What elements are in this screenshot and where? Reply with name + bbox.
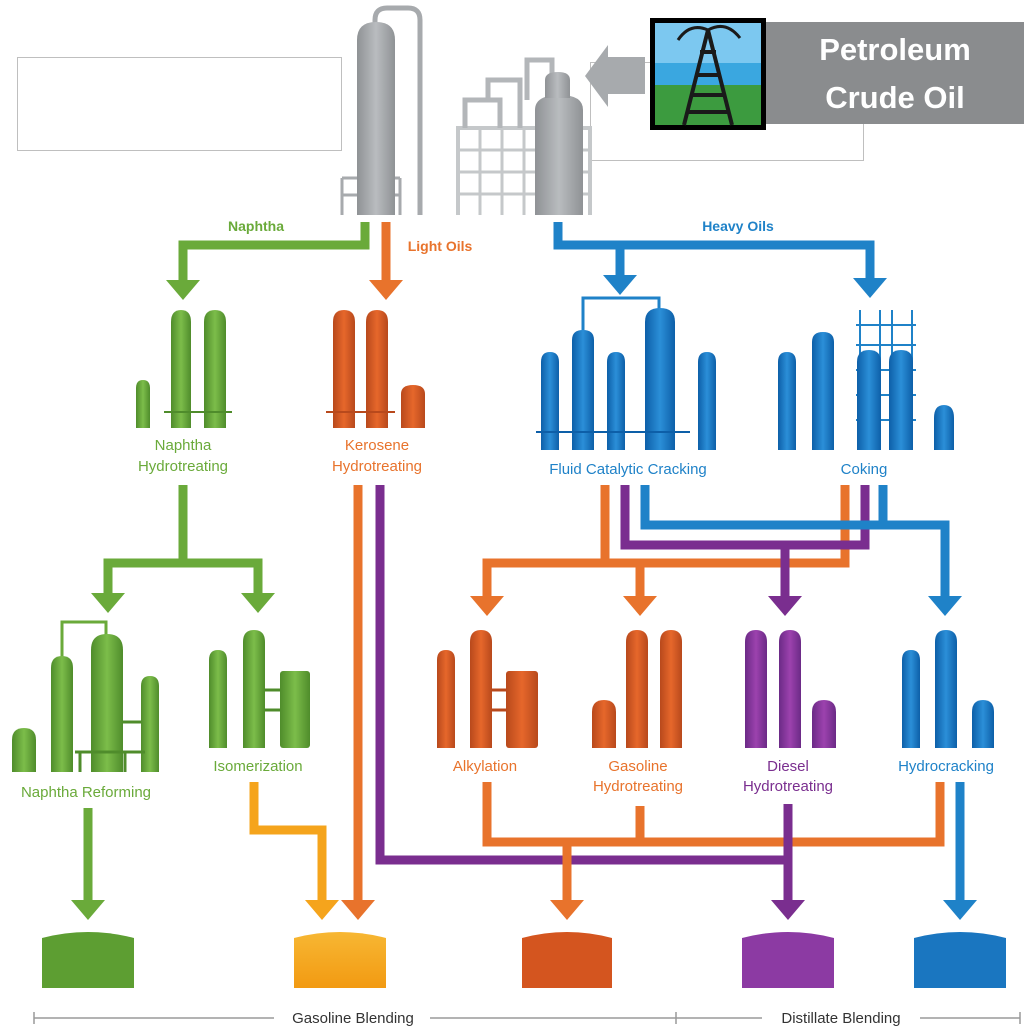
diesel-hydrotreating-icon bbox=[745, 630, 836, 748]
unit-label-isomerization: Isomerization bbox=[213, 758, 302, 775]
arrow-down-icon bbox=[71, 900, 105, 920]
arrow-down-icon bbox=[470, 596, 504, 616]
unit-label-alkylation: Alkylation bbox=[453, 758, 517, 775]
title-line1: Petroleum bbox=[819, 32, 971, 67]
gasoline-hydrotreating-icon bbox=[592, 630, 682, 748]
storage-tank-orange bbox=[522, 932, 612, 988]
isomerate-pipe bbox=[249, 782, 327, 902]
blending-scale bbox=[33, 1012, 1021, 1024]
title-banner bbox=[766, 22, 1024, 124]
fluid-catalytic-cracking-icon bbox=[536, 296, 716, 450]
unit-label-diesel-hydrotreating-1: Diesel bbox=[767, 758, 809, 775]
kerosene-to-distillate-pipe bbox=[375, 485, 785, 865]
storage-tank-blue bbox=[914, 932, 1006, 988]
coking-icon bbox=[778, 310, 954, 450]
gasoline-components-pipe bbox=[482, 782, 945, 902]
storage-tank-purple bbox=[742, 932, 834, 988]
unit-label-coking: Coking bbox=[841, 461, 888, 478]
stream-label-light-oils: Light Oils bbox=[408, 238, 473, 254]
unit-label-fluid-catalytic-cracking: Fluid Catalytic Cracking bbox=[549, 461, 707, 478]
arrow-down-icon bbox=[369, 280, 403, 300]
stream-label-naphtha: Naphtha bbox=[228, 218, 284, 234]
unit-label-kerosene-hydrotreating-2: Hydrotreating bbox=[332, 458, 422, 475]
hydrocracking-icon bbox=[902, 630, 994, 748]
unit-label-hydrocracking: Hydrocracking bbox=[898, 758, 994, 775]
unit-label-kerosene-hydrotreating-1: Kerosene bbox=[345, 437, 409, 454]
arrow-down-icon bbox=[768, 596, 802, 616]
naphtha-split-pipe bbox=[103, 485, 263, 595]
arrow-down-icon bbox=[928, 596, 962, 616]
arrow-down-icon bbox=[771, 900, 805, 920]
arrow-down-icon bbox=[166, 280, 200, 300]
alkylation-icon bbox=[437, 630, 538, 748]
arrow-left-icon bbox=[585, 45, 645, 107]
arrow-down-icon bbox=[341, 900, 375, 920]
storage-tank-gold bbox=[294, 932, 386, 988]
kerosene-hydrotreating-icon bbox=[326, 310, 425, 428]
arrow-down-icon bbox=[91, 593, 125, 613]
title-line2: Crude Oil bbox=[825, 80, 965, 115]
naphtha-pipe bbox=[178, 222, 370, 282]
unit-label-naphtha-reforming: Naphtha Reforming bbox=[21, 784, 151, 801]
unit-label-naphtha-hydrotreating-1: Naphtha bbox=[155, 437, 212, 454]
unit-label-gasoline-hydrotreating-1: Gasoline bbox=[608, 758, 667, 775]
gasoline-blending-label: Gasoline Blending bbox=[292, 1010, 414, 1027]
unit-label-diesel-hydrotreating-2: Hydrotreating bbox=[743, 778, 833, 795]
unit-label-gasoline-hydrotreating-2: Hydrotreating bbox=[593, 778, 683, 795]
storage-tank-green bbox=[42, 932, 134, 988]
heavy-oils-pipe bbox=[553, 222, 875, 280]
atmospheric-distillation-icon bbox=[340, 5, 423, 215]
distillate-blending-label: Distillate Blending bbox=[781, 1010, 900, 1027]
arrow-down-icon bbox=[623, 596, 657, 616]
naphtha-hydrotreating-icon bbox=[136, 310, 232, 428]
oil-derrick-icon bbox=[650, 18, 766, 130]
arrow-down-icon bbox=[943, 900, 977, 920]
cracked-to-hydrocracking-pipe bbox=[640, 485, 950, 598]
arrow-down-icon bbox=[603, 275, 637, 295]
unit-label-naphtha-hydrotreating-2: Hydrotreating bbox=[138, 458, 228, 475]
arrow-down-icon bbox=[305, 900, 339, 920]
stream-label-heavy-oils: Heavy Oils bbox=[702, 218, 774, 234]
cracked-to-diesel-pipe bbox=[620, 485, 870, 598]
vacuum-distillation-icon bbox=[456, 57, 592, 215]
isomerization-icon bbox=[209, 630, 310, 748]
arrow-down-icon bbox=[550, 900, 584, 920]
arrow-down-icon bbox=[241, 593, 275, 613]
arrow-down-icon bbox=[853, 278, 887, 298]
empty-textbox-left bbox=[17, 57, 342, 151]
naphtha-reforming-icon bbox=[12, 620, 159, 772]
